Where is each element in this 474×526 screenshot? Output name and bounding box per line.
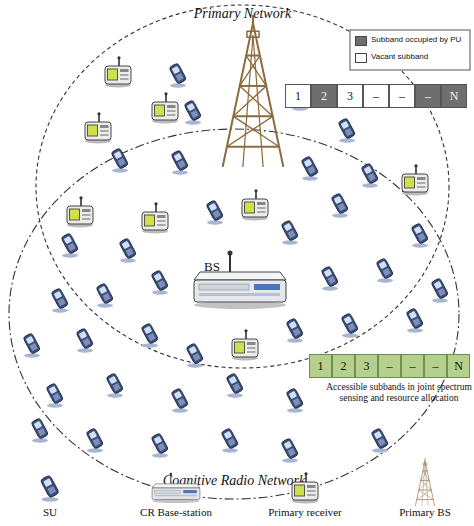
subband-cell: – [401,354,424,378]
legend-text: CR Base-station [116,506,236,518]
legend-cr-bs-icon [152,473,200,503]
legend-text: Primary receiver [245,506,365,518]
primary-receiver [232,329,258,360]
su-phone [186,343,204,368]
su-phone [61,233,79,258]
su-phone [51,288,69,313]
primary-receiver [142,202,168,233]
legend-text: SU [0,506,110,518]
subband-cell: – [424,354,447,378]
su-phone [371,428,389,453]
legend-tower-icon [415,458,434,506]
cr-base-station [194,251,286,310]
network-area: Primary Network [35,4,450,369]
su-phone [341,313,359,338]
primary-receiver [105,56,131,87]
su-phone [286,388,304,413]
legend-swatch [355,53,367,63]
legend-text: Primary BS [365,506,474,518]
subband-cell: – [378,354,401,378]
su-phone [96,283,114,308]
su-phone [106,373,124,398]
su-phone [171,150,189,175]
su-phone [76,328,94,353]
network-area: Cognitive Radio Network [8,128,460,500]
network-ellipse [9,129,459,499]
su-phone [338,118,356,143]
su-phone [151,433,169,458]
primary-receiver [152,92,178,123]
legend-su-icon [40,475,59,502]
primary-receiver [85,112,111,143]
su-phone [376,258,394,283]
su-phone [23,333,41,358]
su-phone [119,238,137,263]
primary-receiver [402,164,428,195]
primary-bs-tower [223,15,284,167]
su-phone [171,388,189,413]
su-phone [281,438,299,463]
primary-receiver [67,196,93,227]
network-boundary [8,128,460,500]
su-phone [361,163,379,188]
su-phone [321,266,339,291]
subband-legend-frame [350,30,470,70]
su-phone [86,428,104,453]
subband-cell: 2 [332,354,355,378]
su-phone [226,373,244,398]
note-text: Accessible subbands in joint spectrum se… [326,382,472,412]
network-ellipse [36,5,449,368]
su-phone [31,418,49,443]
subband-cell: – [389,84,415,108]
su-phone [46,383,64,408]
network-boundary [35,4,450,369]
network-name: Cognitive Radio Network [8,473,460,489]
su-phone [281,220,299,245]
legend-receiver-icon [292,472,318,503]
subband-cell: 2 [311,84,337,108]
subband-cell: – [363,84,389,108]
subband-cell: 1 [285,84,311,108]
su-phone [406,308,424,333]
network-name: Primary Network [35,6,450,22]
subband-cell: 3 [355,354,378,378]
legend-text: Subband occupied by PU [371,35,461,44]
subband-cell: N [441,84,467,108]
su-phone [291,86,309,111]
su-phone [141,323,159,348]
su-phone [221,428,239,453]
su-phone [206,200,224,225]
primary-receiver [242,189,268,220]
subband-cell: – [415,84,441,108]
su-phone [169,63,187,88]
su-phone [184,100,202,125]
subband-cell: 3 [337,84,363,108]
su-phone [301,156,319,181]
bs-label: BS [204,260,230,278]
su-phone [431,278,449,303]
su-phone [411,223,429,248]
su-phone [111,148,129,173]
legend-text: Vacant subband [371,52,428,61]
su-phone [151,270,169,295]
su-phone [331,193,349,218]
su-phone [286,318,304,343]
